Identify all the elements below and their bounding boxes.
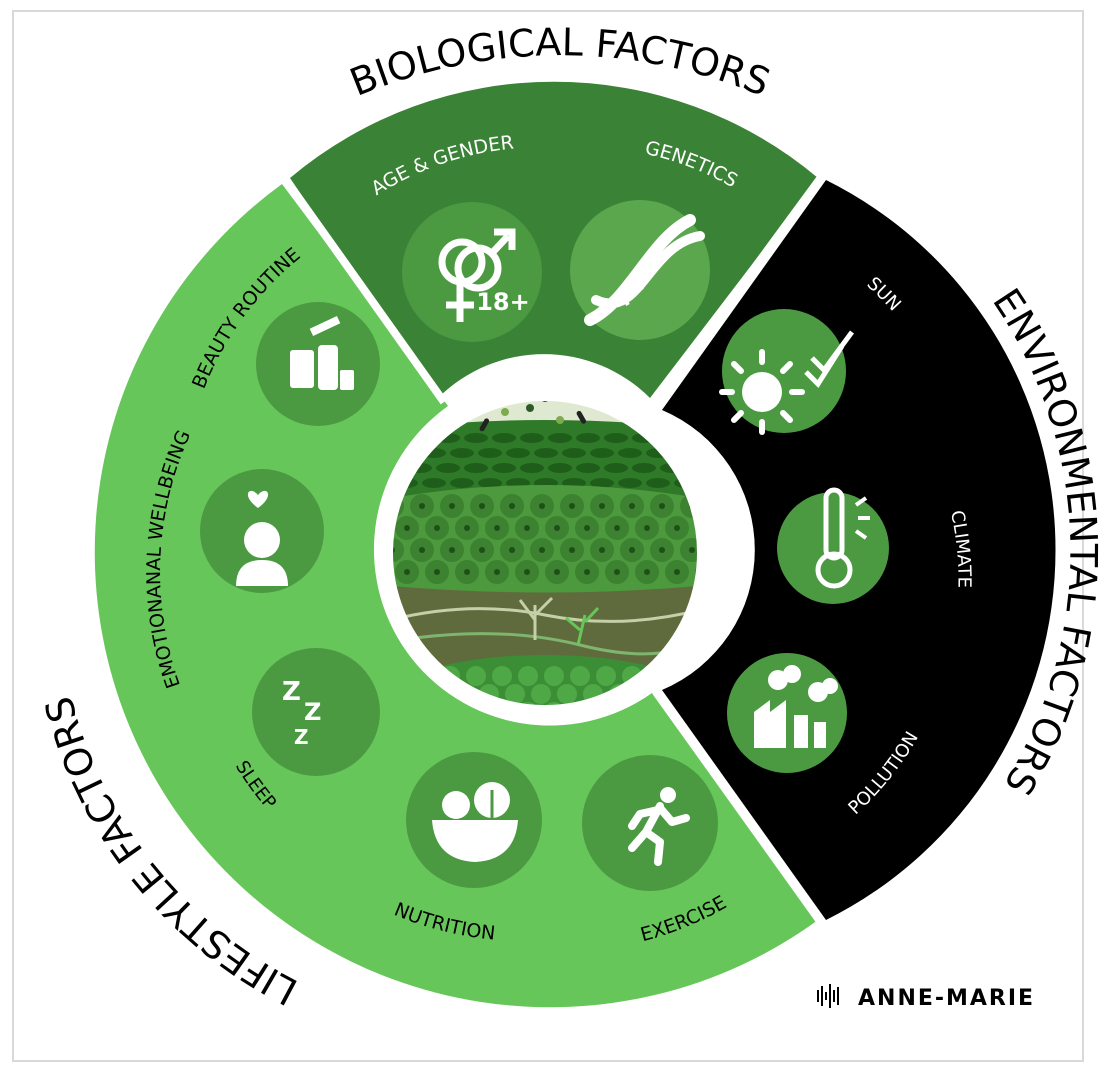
separator-line: [282, 177, 448, 405]
wellbeing-icon: [200, 469, 324, 593]
sleep-z-letter: Z: [294, 725, 309, 749]
thermometer-icon: [777, 487, 889, 604]
moon-sleep-icon: Z Z Z: [252, 648, 380, 776]
dna-icon: [570, 200, 710, 340]
gender-age-icon: 18+: [402, 202, 542, 342]
age-badge-text: 18+: [476, 288, 530, 316]
cosmetics-icon: [256, 302, 380, 426]
runner-icon: [582, 755, 718, 891]
separator-line: [652, 689, 826, 927]
salad-bowl-icon: [406, 752, 542, 888]
brand-logo: ANNE-MARIE: [817, 984, 1035, 1011]
separator-line: [652, 173, 826, 405]
sun-icon: [719, 309, 855, 435]
sleep-z-letter: Z: [282, 677, 301, 707]
brand-name: ANNE-MARIE: [858, 986, 1035, 1011]
factory-icon: [727, 653, 847, 773]
sleep-z-letter: Z: [304, 698, 321, 726]
soundwave-logo-icon: [817, 984, 839, 1008]
